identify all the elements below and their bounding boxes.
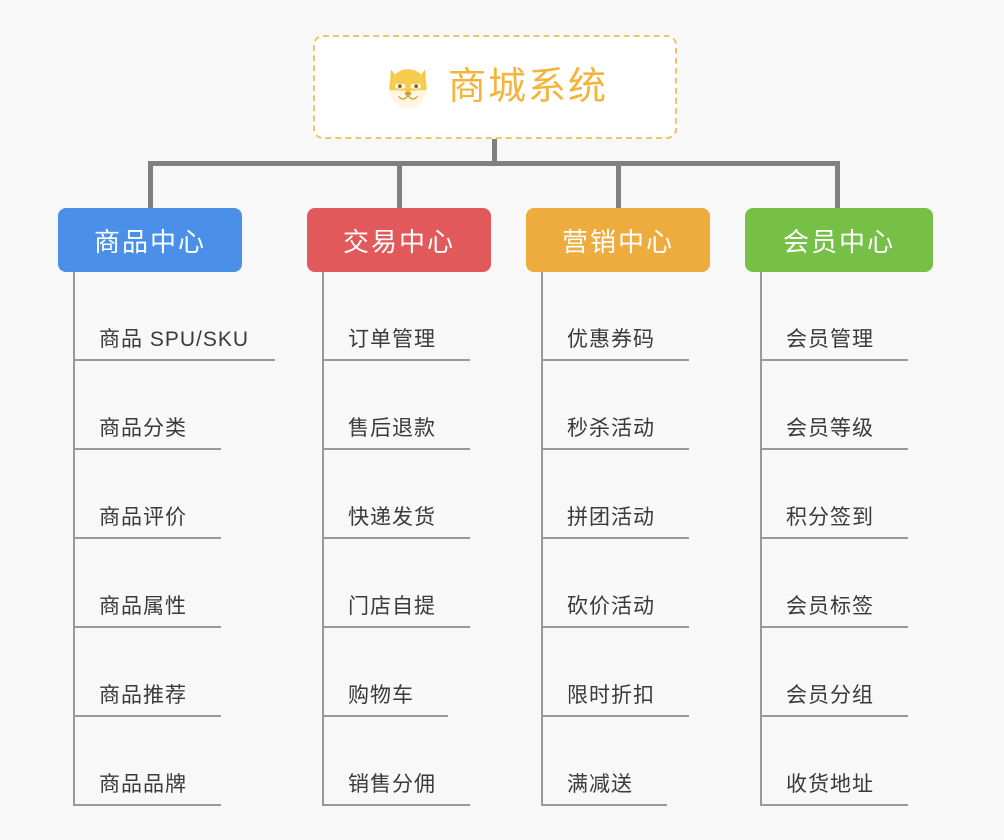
- list-item-label: 秒杀活动: [567, 417, 655, 440]
- list-item-label: 售后退款: [348, 417, 436, 440]
- list-item-label: 会员标签: [786, 595, 874, 618]
- list-item-rule: [760, 715, 908, 717]
- category-header-label: 营销中心: [561, 226, 674, 257]
- list-item-label: 快递发货: [348, 506, 436, 529]
- list-item-rule: [541, 359, 689, 361]
- list-item-label: 限时折扣: [567, 684, 655, 707]
- column-stem: [760, 272, 762, 806]
- list-item-label: 商品品牌: [99, 773, 187, 796]
- list-item-label: 砍价活动: [567, 595, 655, 618]
- list-item-rule: [73, 804, 221, 806]
- list-item-rule: [73, 715, 221, 717]
- list-item-rule: [322, 359, 470, 361]
- list-item-label: 满减送: [567, 773, 633, 796]
- list-item-label: 销售分佣: [348, 773, 436, 796]
- list-item-rule: [760, 448, 908, 450]
- list-item-label: 订单管理: [348, 328, 436, 351]
- list-item-rule: [73, 359, 275, 361]
- column-stem: [322, 272, 324, 806]
- list-item-label: 门店自提: [348, 595, 436, 618]
- list-item-label: 会员等级: [786, 417, 874, 440]
- list-item-rule: [541, 715, 689, 717]
- category-header-trade-center[interactable]: 交易中心: [307, 208, 491, 272]
- connector-branch-4: [835, 161, 840, 209]
- list-item-rule: [760, 359, 908, 361]
- list-item-rule: [322, 804, 470, 806]
- list-item-label: 积分签到: [786, 506, 874, 529]
- list-item-rule: [760, 626, 908, 628]
- category-header-marketing-center[interactable]: 营销中心: [526, 208, 710, 272]
- category-header-product-center[interactable]: 商品中心: [58, 208, 242, 272]
- list-item-rule: [760, 537, 908, 539]
- connector-branch-2: [397, 161, 402, 209]
- connector-branch-1: [148, 161, 153, 209]
- connector-horizontal-bus: [148, 161, 840, 166]
- list-item-label: 商品属性: [99, 595, 187, 618]
- category-header-label: 会员中心: [782, 226, 895, 257]
- list-item-label: 收货地址: [786, 773, 874, 796]
- category-header-label: 交易中心: [342, 226, 455, 257]
- list-item-rule: [322, 537, 470, 539]
- list-item-label: 会员管理: [786, 328, 874, 351]
- list-item-rule: [322, 626, 470, 628]
- list-item-rule: [322, 448, 470, 450]
- list-item-label: 商品评价: [99, 506, 187, 529]
- column-stem: [73, 272, 75, 806]
- shiba-dog-icon: [382, 61, 434, 113]
- list-item-rule: [73, 626, 221, 628]
- list-item-label: 商品推荐: [99, 684, 187, 707]
- root-title: 商城系统: [447, 66, 608, 108]
- column-stem: [541, 272, 543, 806]
- list-item-rule: [541, 626, 689, 628]
- connector-branch-3: [616, 161, 621, 209]
- list-item-rule: [541, 537, 689, 539]
- list-item-label: 商品 SPU/SKU: [99, 328, 250, 351]
- list-item-rule: [322, 715, 448, 717]
- list-item-label: 拼团活动: [567, 506, 655, 529]
- category-header-member-center[interactable]: 会员中心: [745, 208, 933, 272]
- list-item-label: 优惠券码: [567, 328, 655, 351]
- category-header-label: 商品中心: [93, 226, 206, 257]
- list-item-rule: [73, 448, 221, 450]
- list-item-rule: [541, 804, 667, 806]
- list-item-label: 商品分类: [99, 417, 187, 440]
- list-item-rule: [73, 537, 221, 539]
- root-node[interactable]: 商城系统: [313, 35, 677, 139]
- connector-root-stem: [492, 139, 497, 165]
- list-item-rule: [541, 448, 689, 450]
- list-item-rule: [760, 804, 908, 806]
- list-item-label: 会员分组: [786, 684, 874, 707]
- list-item-label: 购物车: [348, 684, 414, 707]
